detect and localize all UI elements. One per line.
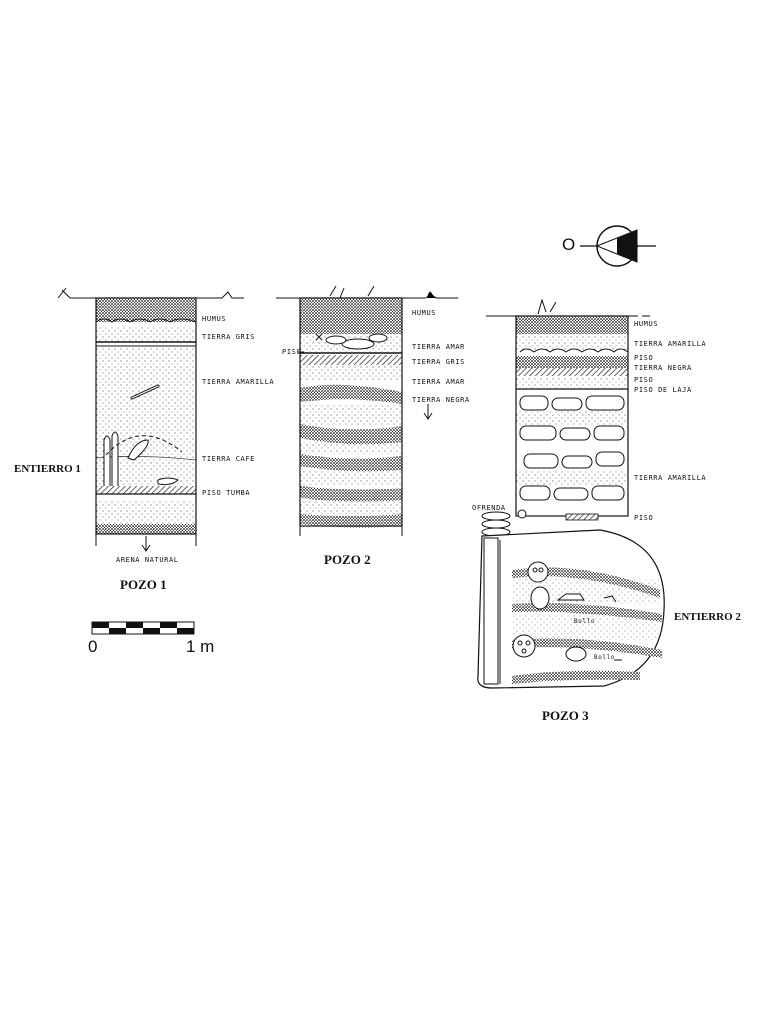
pozo2-label-piso: PISO <box>282 348 302 356</box>
pozo1-humus-layer <box>96 298 196 322</box>
pozo3-label-tierra-amarilla-2: TIERRA AMARILLA <box>634 474 707 482</box>
pozo3-tierra-amarilla-layer <box>516 334 628 352</box>
pozo3-tierra-negra-layer <box>516 356 628 368</box>
pozo3-laja-stones <box>519 395 625 501</box>
pozo1-tierra-cafe-layer <box>96 460 196 486</box>
pozo3-piso-layer <box>516 368 628 376</box>
pozo2-section <box>276 285 460 536</box>
pozo3-section <box>477 298 665 689</box>
pozo3-humus-layer <box>516 316 628 334</box>
pozo2-label-tierra-amar-2: TIERRA AMAR <box>412 378 465 386</box>
pozo1-title: POZO 1 <box>120 577 167 592</box>
entierro2-label: ENTIERRO 2 <box>674 611 741 623</box>
pozo1-label-humus: HUMUS <box>202 315 227 323</box>
pozo1-label-arena-natural: ARENA NATURAL <box>116 556 179 564</box>
compass-label: O <box>562 235 576 254</box>
pozo1-section <box>57 287 244 552</box>
pozo1-tierra-gris-layer <box>96 326 196 342</box>
pozo3-label-piso-2: PISO <box>634 376 654 384</box>
pozo1-label-piso-tumba: PISO TUMBA <box>202 489 251 497</box>
pozo2-tierra-gris-layer <box>300 355 402 365</box>
pozo2-humus-layer <box>300 298 402 334</box>
pozo3-label-piso-3: PISO <box>634 514 654 522</box>
pozo3-label-piso-de-laja: PISO DE LAJA <box>634 386 692 394</box>
pozo1-outline <box>95 297 197 535</box>
pozo3-bottom-piso <box>565 513 599 521</box>
pozo2-title: POZO 2 <box>324 552 371 567</box>
pozo3-label-tierra-amarilla: TIERRA AMARILLA <box>634 340 707 348</box>
scale-bar <box>91 621 195 635</box>
pozo2-label-humus: HUMUS <box>412 309 437 317</box>
pozo3-label-humus: HUMUS <box>634 320 659 328</box>
pozo3-annotation-bollo: Bollo <box>574 618 596 625</box>
pozo3-label-tierra-negra: TIERRA NEGRA <box>634 364 692 372</box>
pozo1-label-tierra-gris: TIERRA GRIS <box>202 333 255 341</box>
pozo2-label-tierra-gris: TIERRA GRIS <box>412 358 465 366</box>
entierro1-label: ENTIERRO 1 <box>14 463 81 475</box>
chamber-slab <box>483 537 499 685</box>
pozo3-label-piso: PISO <box>634 354 654 362</box>
pozo2-dark-band <box>300 384 402 404</box>
scale-end-label: 1 m <box>186 637 215 656</box>
ofrenda-vessel <box>481 509 527 537</box>
pozo2-outline <box>299 297 403 527</box>
pozo3-annotation-bollo-2: Bollo <box>594 654 616 661</box>
pozo3-title: POZO 3 <box>542 708 589 723</box>
pozo2-label-tierra-negra: TIERRA NEGRA <box>412 396 470 404</box>
pozo1-label-tierra-amarilla: TIERRA AMARILLA <box>202 378 275 386</box>
pozo2-label-tierra-amar: TIERRA AMAR <box>412 343 465 351</box>
pozo1-label-tierra-cafe: TIERRA CAFE <box>202 455 255 463</box>
ofrenda-label: OFRENDA <box>472 504 506 512</box>
scale-start-label: 0 <box>88 637 98 656</box>
pozo1-ground-surface <box>57 287 96 299</box>
skeletal-remains <box>512 561 587 662</box>
north-arrow-icon <box>580 225 656 267</box>
pozo1-piso-tumba-layer <box>96 486 196 494</box>
